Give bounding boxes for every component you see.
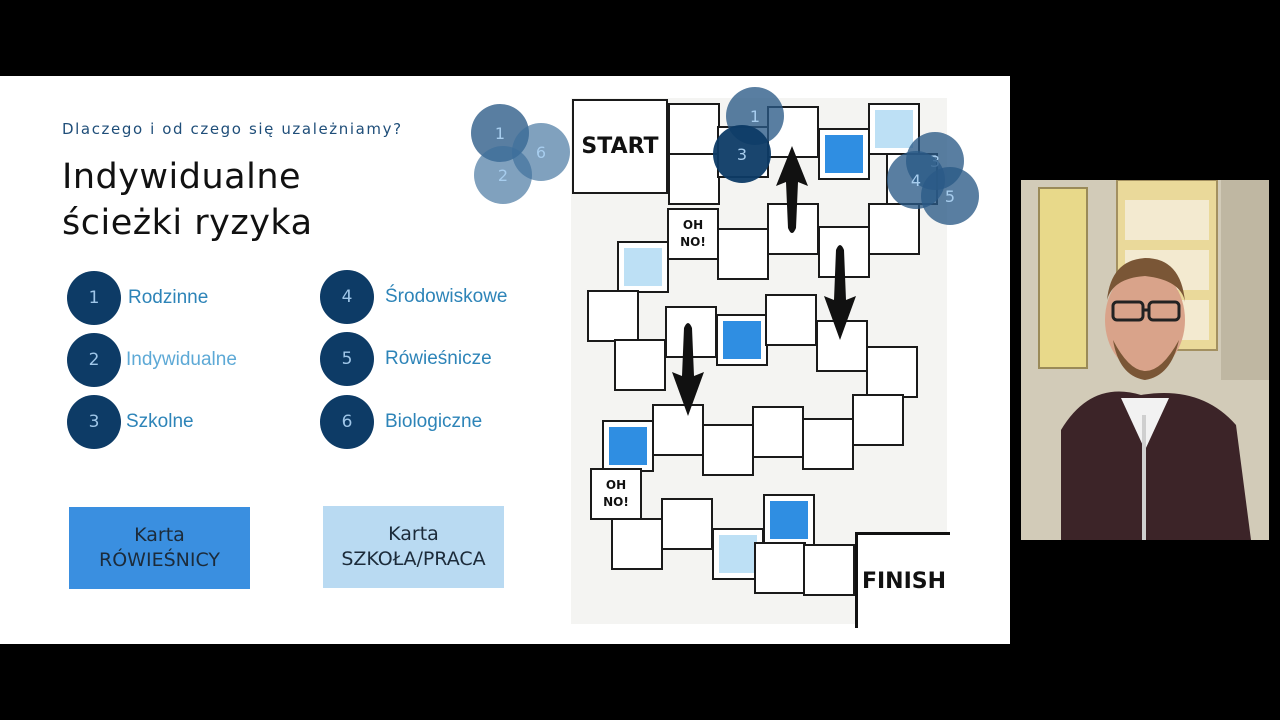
- oh-no-text: OH: [605, 478, 627, 492]
- card-line-1: Karta: [134, 524, 185, 546]
- board-square: [587, 290, 639, 342]
- board-square-light: [617, 241, 669, 293]
- path-number-circle: 2: [67, 333, 121, 387]
- board-square: [852, 394, 904, 446]
- start-square: START: [572, 99, 668, 194]
- board-square: [754, 542, 806, 594]
- board-square-dark: [716, 314, 768, 366]
- oh-no-square: OH NO!: [667, 208, 719, 260]
- path-number-circle: 3: [67, 395, 121, 449]
- oh-no-text: NO!: [680, 235, 706, 249]
- path-item-biologiczne[interactable]: 6 Biologiczne: [320, 395, 482, 449]
- board-square: [752, 406, 804, 458]
- arrow-down-icon: [672, 323, 704, 416]
- player-token[interactable]: 2: [474, 146, 532, 204]
- board-square: [866, 346, 918, 398]
- card-line-1: Karta: [388, 523, 439, 545]
- card-szkola-praca[interactable]: Karta SZKOŁA/PRACA: [323, 506, 504, 588]
- path-item-rowiesnicze[interactable]: 5 Rówieśnicze: [320, 332, 492, 386]
- board-square-dark: [818, 128, 870, 180]
- board-square: [611, 518, 663, 570]
- path-item-srodowiskowe[interactable]: 4 Środowiskowe: [320, 270, 508, 324]
- card-line-2: RÓWIEŚNICY: [99, 549, 220, 571]
- path-label: Rodzinne: [128, 287, 209, 308]
- webcam-video: [1021, 180, 1269, 540]
- finish-square: FINISH: [855, 532, 950, 628]
- path-label: Środowiskowe: [385, 286, 508, 307]
- board-square: [802, 418, 854, 470]
- player-token[interactable]: 5: [921, 167, 979, 225]
- oh-no-square: OH NO!: [590, 468, 642, 520]
- path-number-circle: 5: [320, 332, 374, 386]
- board-square: [717, 228, 769, 280]
- board-square: [614, 339, 666, 391]
- board-square: [661, 498, 713, 550]
- board-game: START OH NO!: [571, 98, 950, 628]
- path-item-indywidualne[interactable]: 2 Indywidualne: [67, 333, 237, 387]
- path-label: Biologiczne: [385, 411, 483, 432]
- card-line-2: SZKOŁA/PRACA: [341, 548, 486, 570]
- board-square: [702, 424, 754, 476]
- card-rowiesnicy[interactable]: Karta RÓWIEŚNICY: [69, 507, 250, 589]
- slide-subtitle: Dlaczego i od czego się uzależniamy?: [62, 120, 403, 138]
- path-item-szkolne[interactable]: 3 Szkolne: [67, 395, 194, 449]
- path-number-circle: 4: [320, 270, 374, 324]
- board-square: [668, 153, 720, 205]
- board-square: [868, 203, 920, 255]
- presentation-slide: Dlaczego i od czego się uzależniamy? Ind…: [0, 76, 1010, 644]
- arrow-up-icon: [776, 146, 808, 233]
- path-number-circle: 1: [67, 271, 121, 325]
- board-square-dark: [602, 420, 654, 472]
- board-square: [765, 294, 817, 346]
- board-square: [668, 103, 720, 155]
- title-line-1: Indywidualne: [62, 157, 302, 197]
- path-number-circle: 6: [320, 395, 374, 449]
- player-token[interactable]: 3: [713, 125, 771, 183]
- arrow-down-icon: [824, 245, 856, 340]
- oh-no-text: NO!: [603, 495, 629, 509]
- path-label: Indywidualne: [126, 349, 237, 370]
- board-square: [803, 544, 855, 596]
- presenter-video-image: [1021, 180, 1269, 540]
- slide-title: Indywidualne ścieżki ryzyka: [62, 154, 313, 246]
- title-line-2: ścieżki ryzyka: [62, 203, 313, 243]
- path-label: Szkolne: [126, 411, 194, 432]
- path-label: Rówieśnicze: [385, 348, 492, 369]
- board-square: [652, 404, 704, 456]
- oh-no-text: OH: [682, 218, 704, 232]
- board-square-dark: [763, 494, 815, 546]
- path-item-rodzinne[interactable]: 1 Rodzinne: [67, 271, 208, 325]
